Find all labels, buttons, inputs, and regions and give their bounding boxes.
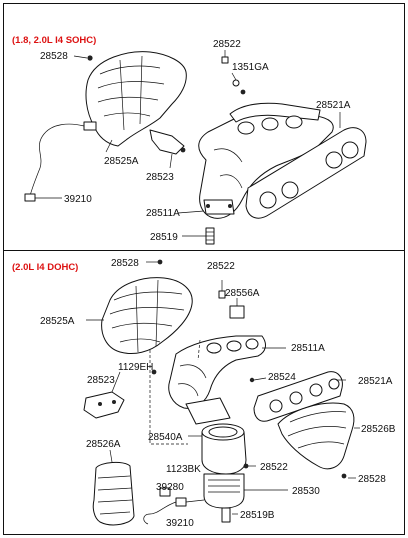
exhaust-manifold-dohc	[168, 335, 266, 425]
bolt-28528-dohc-top	[157, 259, 163, 265]
bracket-28523-sohc	[149, 129, 186, 155]
label-28522-dohc: 28522	[207, 261, 235, 272]
label-28519-sohc: 28519	[150, 232, 178, 243]
oxygen-sensor-sohc	[24, 121, 97, 202]
nut-and-gasket-dohc	[218, 280, 245, 319]
leader-28523-sohc	[169, 153, 173, 169]
label-28530-dohc: 28530	[292, 486, 320, 497]
diagram-border	[3, 3, 405, 535]
bracket-28523-dohc	[83, 369, 157, 419]
label-1129eh-dohc: 1129EH	[118, 362, 153, 373]
label-1123bk-dohc: 1123BK	[166, 464, 201, 475]
label-39210-sohc: 39210	[64, 194, 92, 205]
label-39280-dohc: 39280	[156, 482, 184, 493]
gasket-28521a-dohc	[249, 371, 343, 422]
label-28522-sohc: 28522	[213, 39, 241, 50]
label-28521a-dohc: 28521A	[358, 376, 393, 387]
leader-28524-dohc	[253, 377, 267, 381]
section-dohc: (2.0L I4 DOHC)	[12, 258, 396, 529]
assembly-guide-left	[149, 350, 188, 445]
label-28528-dohc-lower: 28528	[358, 474, 386, 485]
label-28511a-dohc: 28511A	[291, 343, 325, 354]
label-28511a-sohc: 28511A	[146, 208, 180, 219]
label-28526b-dohc: 28526B	[361, 424, 396, 435]
label-39210-dohc: 39210	[166, 518, 194, 529]
heat-shield-28526b	[277, 402, 355, 479]
gasket-28521a-sohc	[245, 112, 367, 219]
oxygen-sensor-dohc	[143, 487, 205, 525]
section-sohc: (1.8, 2.0L I4 SOHC)	[12, 35, 367, 245]
label-28521a-sohc: 28521A	[316, 100, 351, 111]
leader-28525a-sohc	[105, 139, 113, 153]
leader-28526a-dohc	[109, 449, 113, 463]
heat-shield-upper-dohc	[101, 277, 193, 355]
nut-and-washer-sohc	[221, 50, 246, 95]
label-28519b-dohc: 28519B	[240, 510, 275, 521]
label-28522-dohc-lower: 28522	[260, 462, 288, 473]
label-28523-dohc: 28523	[87, 375, 115, 386]
label-28528-dohc: 28528	[111, 258, 139, 269]
stud-28519b-dohc	[221, 507, 231, 523]
heat-shield-upper-sohc	[85, 51, 187, 147]
label-28528-sohc: 28528	[40, 51, 68, 62]
label-28525a-dohc: 28525A	[40, 316, 75, 327]
leader-28511a-sohc	[177, 210, 205, 214]
section-title-dohc: (2.0L I4 DOHC)	[12, 262, 78, 273]
label-28556a-dohc: 28556A	[225, 288, 260, 299]
label-28540a-dohc: 28540A	[148, 432, 183, 443]
bolt-28528-sohc	[73, 55, 93, 61]
label-28526a-dohc: 28526A	[86, 439, 121, 450]
label-28524-dohc: 28524	[268, 372, 296, 383]
section-title-sohc: (1.8, 2.0L I4 SOHC)	[12, 35, 96, 46]
heat-shield-28526a	[92, 461, 135, 526]
assembly-guide-top	[197, 339, 201, 361]
label-1351ga-sohc: 1351GA	[232, 62, 269, 73]
label-28525a-sohc: 28525A	[104, 156, 139, 167]
catalytic-converter-dohc	[201, 423, 249, 509]
label-28523-sohc: 28523	[146, 172, 174, 183]
stud-28519-sohc	[205, 227, 215, 245]
